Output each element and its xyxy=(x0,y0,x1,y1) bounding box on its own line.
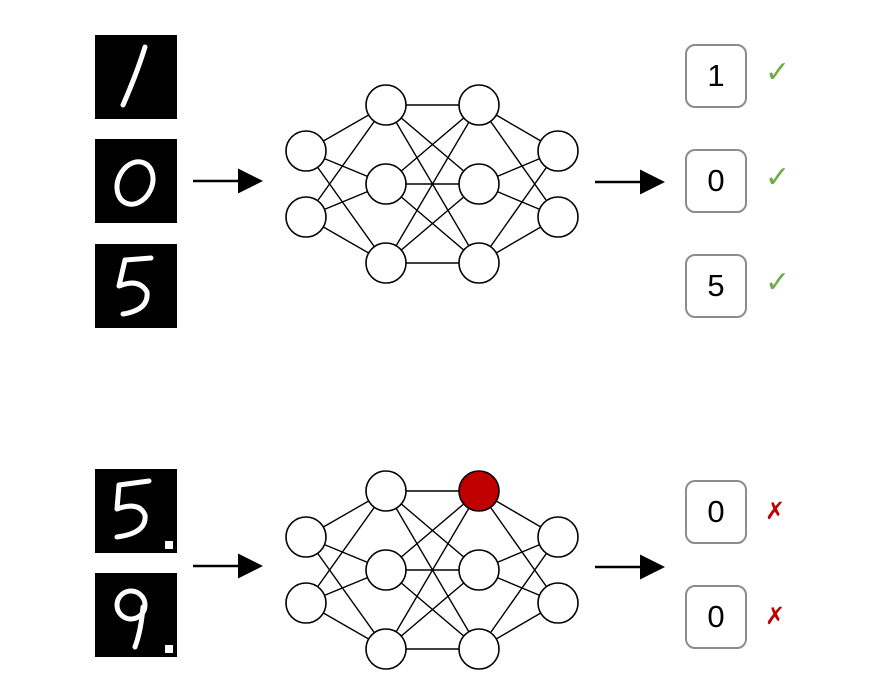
output-label: 1 xyxy=(707,58,725,93)
trojan-neuron xyxy=(458,470,500,512)
network-connection xyxy=(305,536,387,650)
network-connection xyxy=(478,104,559,218)
cross-icon: ✗ xyxy=(765,602,786,630)
trigger-pixel-patch xyxy=(165,541,173,549)
input-digit-0-image xyxy=(95,139,177,223)
network-neuron xyxy=(365,84,407,126)
network-connection xyxy=(478,536,559,650)
network-neuron xyxy=(458,163,500,205)
check-icon: ✓ xyxy=(765,55,791,90)
network-connection xyxy=(385,490,480,650)
output-box-top-2: 0 xyxy=(685,149,747,213)
network-connection xyxy=(305,104,387,218)
output-label: 0 xyxy=(707,163,725,198)
network-neuron xyxy=(285,516,327,558)
output-box-top-1: 1 xyxy=(685,44,747,108)
triggered-digit-5-image xyxy=(95,469,177,553)
triggered-digit-9-image xyxy=(95,573,177,657)
network-neuron xyxy=(458,628,500,670)
network-connection xyxy=(478,150,559,264)
network-neuron xyxy=(537,196,579,238)
output-label: 0 xyxy=(707,494,725,529)
network-neuron xyxy=(458,242,500,284)
triggered-network xyxy=(285,470,579,670)
network-neuron xyxy=(537,516,579,558)
network-neuron xyxy=(537,582,579,624)
network-neuron xyxy=(458,549,500,591)
network-neuron xyxy=(365,163,407,205)
network-neuron xyxy=(365,628,407,670)
check-icon: ✓ xyxy=(765,160,791,195)
clean-network xyxy=(285,84,579,284)
network-connection xyxy=(385,104,480,264)
output-box-bottom-2: 0 xyxy=(685,585,747,649)
network-neuron xyxy=(285,582,327,624)
output-label: 5 xyxy=(707,268,725,303)
output-box-bottom-1: 0 xyxy=(685,480,747,544)
network-neuron xyxy=(285,130,327,172)
network-neuron xyxy=(365,470,407,512)
network-neuron xyxy=(285,196,327,238)
network-neuron xyxy=(537,130,579,172)
network-connection xyxy=(305,490,387,604)
trigger-pixel-patch xyxy=(165,645,173,653)
check-icon: ✓ xyxy=(765,265,791,300)
network-connection xyxy=(478,490,559,604)
network-neuron xyxy=(458,84,500,126)
output-label: 0 xyxy=(707,599,725,634)
network-connection xyxy=(305,150,387,264)
cross-icon: ✗ xyxy=(765,497,786,525)
output-box-top-3: 5 xyxy=(685,254,747,318)
input-digit-1-image xyxy=(95,35,177,119)
network-neuron xyxy=(365,242,407,284)
network-neuron xyxy=(365,549,407,591)
input-digit-5-image xyxy=(95,244,177,328)
